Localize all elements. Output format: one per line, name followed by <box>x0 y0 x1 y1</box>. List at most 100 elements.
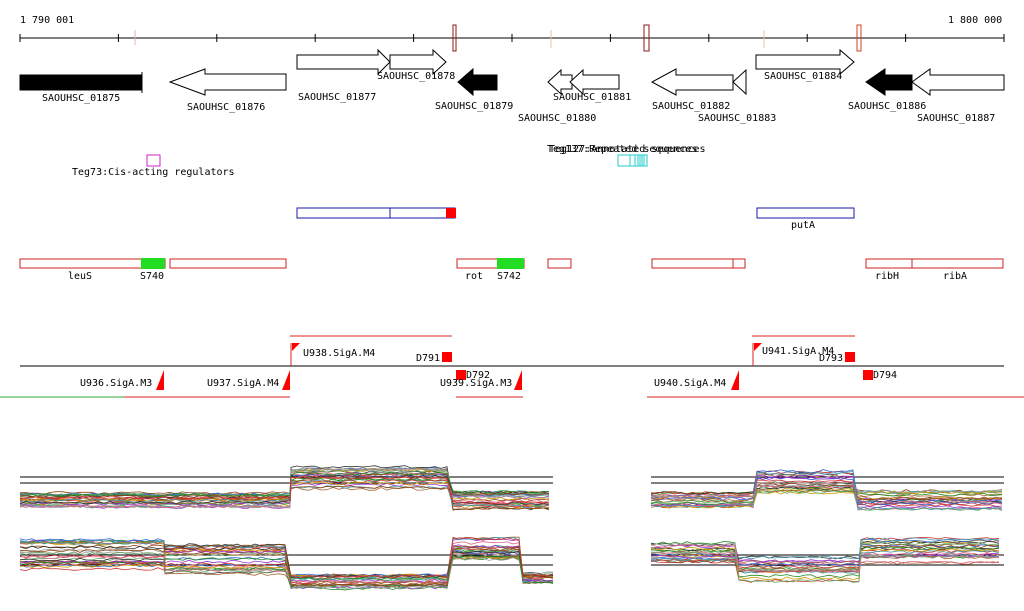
terminator-marker[interactable] <box>456 370 466 380</box>
expression-trace <box>19 544 554 587</box>
terminator-label: D793 <box>819 353 843 364</box>
gene-label: SAOUHSC_01880 <box>518 113 596 124</box>
terminator-label: D792 <box>466 370 490 381</box>
expression-trace <box>19 555 554 585</box>
regulator-label: Teg137:Repeated sequences <box>547 144 698 155</box>
expression-trace <box>650 482 1003 501</box>
terminator-label: D791 <box>416 353 440 364</box>
ruler-marker[interactable] <box>452 24 457 52</box>
expression-trace <box>650 554 1000 563</box>
gene-arrow-SAOUHSC_01882[interactable] <box>650 68 734 96</box>
region-box[interactable] <box>547 258 572 269</box>
promoter-label: U937.SigA.M4 <box>207 378 279 389</box>
promoter-marker[interactable] <box>731 370 739 390</box>
expression-trace <box>20 485 550 509</box>
promoter-marker[interactable] <box>754 343 762 351</box>
expression-trace <box>19 474 550 505</box>
expression-trace <box>19 475 550 505</box>
expression-trace <box>19 486 550 505</box>
expression-trace <box>650 489 1003 511</box>
expression-trace <box>650 488 1003 502</box>
expression-trace <box>650 544 1000 573</box>
gene-arrow-SAOUHSC_01886[interactable] <box>865 68 913 96</box>
repeat-feature[interactable] <box>637 154 645 167</box>
expression-trace <box>650 490 1003 509</box>
ruler-start-label: 1 790 001 <box>20 15 74 26</box>
region-label: ribA <box>943 271 967 282</box>
gene-arrow-SAOUHSC_01879[interactable] <box>457 67 498 97</box>
gene-arrow-SAOUHSC_01883[interactable] <box>732 68 747 96</box>
ruler-end-label: 1 800 000 <box>948 15 1002 26</box>
terminator-marker[interactable] <box>863 370 873 380</box>
region-label: rot <box>465 271 483 282</box>
expression-trace <box>19 550 554 590</box>
operon-hit[interactable] <box>446 208 456 218</box>
expression-panel-lower-left <box>19 536 554 591</box>
promoter-label: U938.SigA.M4 <box>303 348 375 359</box>
expression-trace <box>650 489 1003 506</box>
cis-regulator-feature[interactable] <box>146 154 161 167</box>
expression-trace <box>19 481 550 502</box>
gene-arrow-SAOUHSC_01881[interactable] <box>569 68 620 96</box>
promoter-label: U941.SigA.M4 <box>762 346 834 357</box>
promoter-marker[interactable] <box>282 370 290 390</box>
coordinate-ruler: 1 790 001 1 800 000 <box>19 15 1005 52</box>
expression-panel-lower-right <box>650 536 1004 583</box>
region-box[interactable] <box>651 258 746 269</box>
operon-box[interactable] <box>296 207 456 219</box>
expression-trace <box>650 540 1000 560</box>
gene-arrow-SAOUHSC_01875[interactable] <box>19 74 143 91</box>
terminator-label: D794 <box>873 370 897 381</box>
region-label: S740 <box>140 271 164 282</box>
ruler-marker[interactable] <box>643 24 650 52</box>
gene-label: SAOUHSC_01882 <box>652 101 730 112</box>
gene-label: SAOUHSC_01883 <box>698 113 776 124</box>
regulator-label: Teg127:Annotated sequences <box>549 144 706 155</box>
gene-arrow-SAOUHSC_01880[interactable] <box>547 68 573 96</box>
gene-arrow-SAOUHSC_01887[interactable] <box>911 68 1005 96</box>
expression-trace <box>650 544 1000 574</box>
ruler-marker[interactable] <box>856 24 862 52</box>
repeat-feature[interactable] <box>641 154 648 167</box>
expression-trace <box>19 485 550 499</box>
region-label: ribH <box>875 271 899 282</box>
gene-label: SAOUHSC_01886 <box>848 101 926 112</box>
promoter-marker[interactable] <box>292 343 300 351</box>
expression-profiles <box>19 465 1004 591</box>
regulator-label: Teg73:Cis-acting regulators <box>72 167 235 178</box>
promoter-label: U936.SigA.M3 <box>80 378 152 389</box>
expression-trace <box>19 540 554 588</box>
region-hit-green[interactable] <box>141 258 165 269</box>
promoter-marker[interactable] <box>514 370 522 390</box>
expression-trace <box>650 471 1003 511</box>
expression-trace <box>650 479 1003 509</box>
expression-trace <box>650 469 1003 506</box>
expression-trace <box>650 538 1000 567</box>
operon-track: putA <box>296 207 855 231</box>
expression-trace <box>19 537 554 579</box>
gene-label: SAOUHSC_01875 <box>42 93 120 104</box>
expression-trace <box>19 474 550 509</box>
region-hit-green[interactable] <box>497 258 524 269</box>
promoter-label: U940.SigA.M4 <box>654 378 726 389</box>
region-box[interactable] <box>865 258 1004 269</box>
terminator-marker[interactable] <box>442 352 452 362</box>
expression-panel-upper-right <box>650 469 1004 511</box>
repeat-feature[interactable] <box>617 154 636 167</box>
gene-label: SAOUHSC_01879 <box>435 101 513 112</box>
operon-box-putA[interactable] <box>756 207 855 219</box>
terminator-marker[interactable] <box>845 352 855 362</box>
gene-arrow-SAOUHSC_01876[interactable] <box>168 68 287 96</box>
region-box[interactable] <box>169 258 287 269</box>
operon-label: putA <box>791 220 815 231</box>
gene-label: SAOUHSC_01877 <box>298 92 376 103</box>
gene-arrow-SAOUHSC_01877[interactable] <box>296 48 391 76</box>
gene-arrow-SAOUHSC_01878[interactable] <box>389 48 447 76</box>
expression-trace <box>650 546 1000 581</box>
region-label: leuS <box>68 271 92 282</box>
promoter-marker[interactable] <box>156 370 164 390</box>
gene-arrow-SAOUHSC_01884[interactable] <box>755 48 855 76</box>
repeat-feature[interactable] <box>629 154 641 167</box>
expression-trace <box>651 551 1000 567</box>
